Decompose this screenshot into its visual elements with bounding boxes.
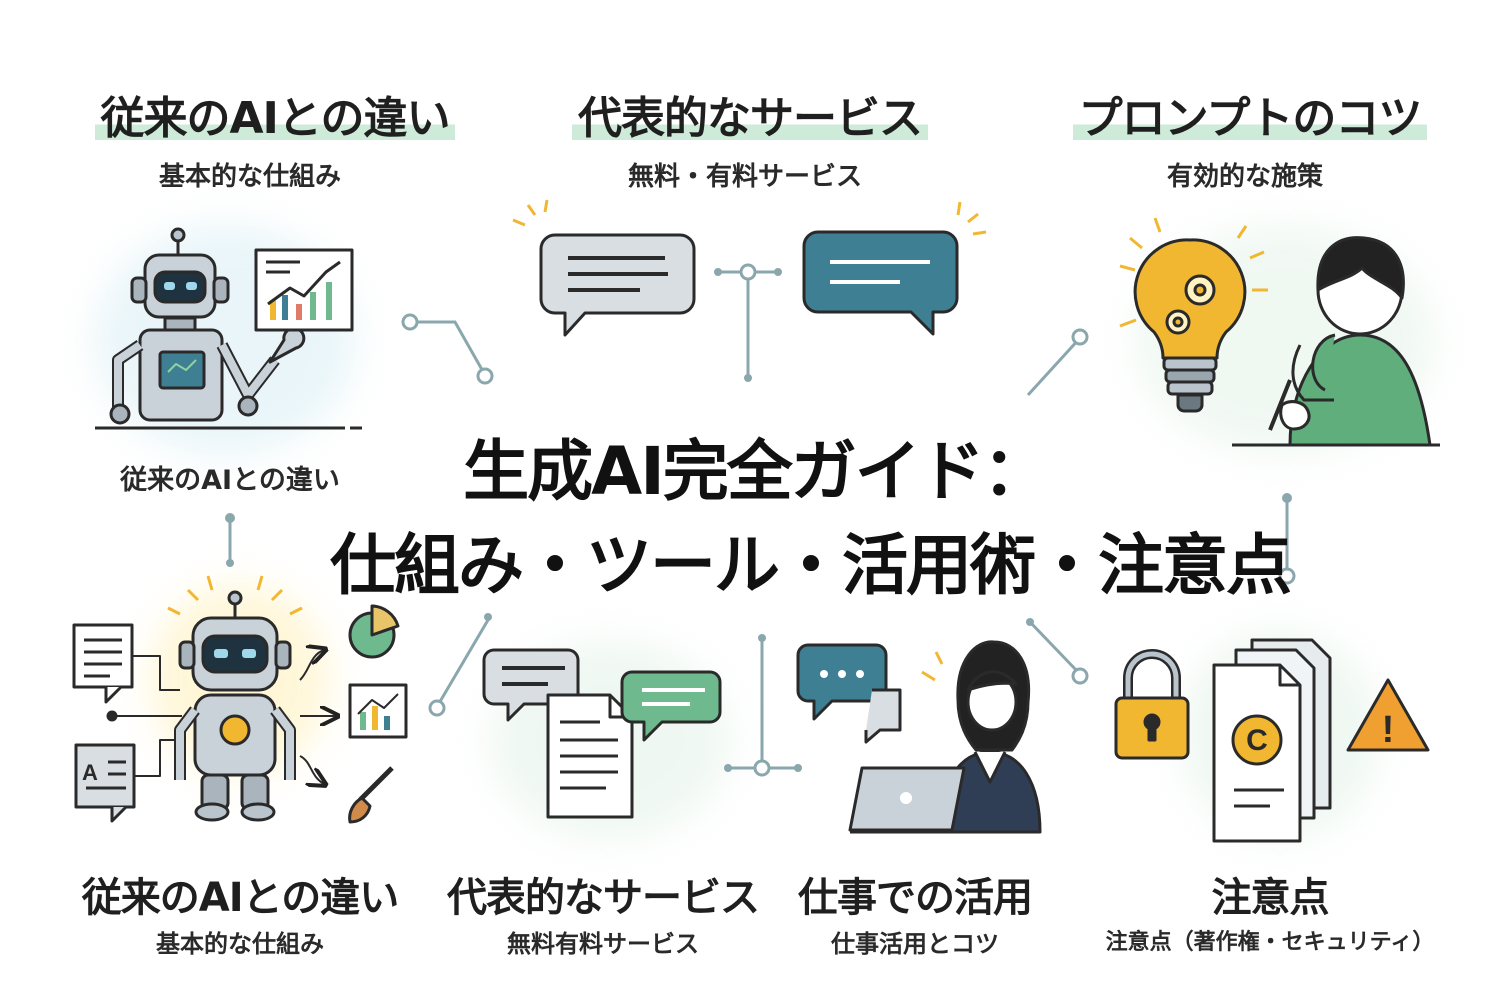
top-right-heading: プロンプトのコツ (1040, 82, 1460, 146)
copyright-icon: C (1246, 724, 1268, 757)
bottom-3-subheading: 仕事活用とコツ (831, 930, 999, 958)
connector-lines (225, 263, 1296, 777)
bottom-4-subheading: 注意点（著作権・セキュリティ） (1105, 930, 1435, 955)
bottom-4-heading: 注意点 (1211, 875, 1330, 921)
work-usage-illustration (796, 640, 1042, 834)
top-center-heading: 代表的なサービス (535, 82, 965, 146)
idea-writer-illustration (1119, 217, 1440, 447)
robot-io-illustration (72, 575, 408, 824)
bottom-2-subheading: 無料有料サービス (507, 930, 699, 958)
caution-illustration (1114, 638, 1430, 843)
bottom-1-heading: 従来のAIとの違い (81, 875, 399, 921)
bottom-2-heading: 代表的なサービス (447, 875, 760, 921)
top-right-subheading: 有効的な施策 (1166, 162, 1323, 192)
mid-left-label: 従来のAIとの違い (120, 465, 340, 496)
top-center-subheading: 無料・有料サービス (627, 162, 862, 192)
robot-chart-illustration (95, 227, 362, 430)
services-docs-illustration (482, 648, 722, 819)
bottom-3-heading: 仕事での活用 (798, 875, 1033, 921)
top-left-heading: 従来のAIとの違い (60, 82, 490, 146)
chat-bubbles-illustration (512, 199, 987, 337)
warning-icon: ! (1382, 709, 1395, 751)
main-title-line2: 仕組み・ツール・活用術・注意点 (330, 527, 1292, 604)
bottom-1-subheading: 基本的な仕組み (156, 930, 324, 958)
doc-letter-icon: A (82, 760, 98, 785)
main-title-line1: 生成AI完全ガイド： (463, 433, 1049, 510)
top-left-subheading: 基本的な仕組み (158, 162, 341, 192)
